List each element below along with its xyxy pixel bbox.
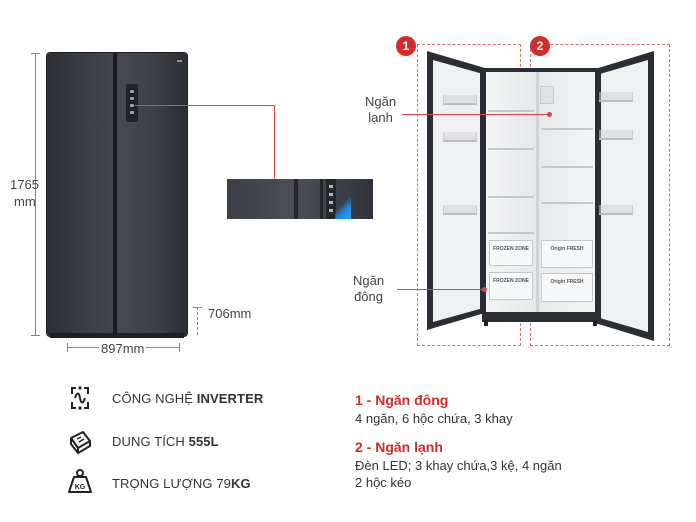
zoom-door-gap bbox=[320, 179, 323, 219]
height-dimension-label: 1765 mm bbox=[10, 176, 46, 210]
feature-weight: TRỌNG LƯỢNG 79KG bbox=[112, 476, 251, 491]
zoom-leader-horizontal bbox=[135, 105, 275, 106]
shelf bbox=[541, 128, 593, 130]
spec-freezer-title: 1 - Ngăn đông bbox=[355, 392, 449, 408]
freezer-callout-label: Ngăn đông bbox=[353, 273, 384, 305]
badge-fresh: 2 bbox=[530, 36, 550, 56]
spec-fresh-text-line2: 2 hộc kéo bbox=[355, 475, 412, 490]
feature-weight-bold: KG bbox=[231, 476, 251, 491]
fresh-label-line2: lạnh bbox=[368, 110, 393, 125]
control-panel bbox=[126, 84, 138, 122]
drawer-label: FROZEN ZONE bbox=[493, 246, 529, 252]
height-value: 1765 bbox=[10, 177, 39, 192]
weight-icon-label: KG bbox=[75, 484, 86, 491]
led-glow bbox=[335, 197, 351, 219]
fresh-drawer-bottom: Origin FRESH bbox=[541, 273, 593, 302]
fridge-base bbox=[50, 333, 184, 338]
door-bin bbox=[443, 132, 477, 142]
zoom-leader-vertical bbox=[274, 105, 275, 179]
feature-capacity-bold: 555L bbox=[188, 434, 219, 449]
fridge-door-gap bbox=[113, 53, 117, 336]
depth-dimension-cap bbox=[193, 307, 202, 308]
width-dimension-cap-right bbox=[179, 343, 180, 352]
freezer-callout-dot bbox=[482, 287, 487, 292]
freezer-label-line2: đông bbox=[354, 289, 383, 304]
freezer-label-line1: Ngăn bbox=[353, 273, 385, 288]
feature-inverter: CÔNG NGHỆ INVERTER bbox=[112, 391, 263, 406]
shelf bbox=[488, 148, 534, 150]
spec-fresh-title: 2 - Ngăn lạnh bbox=[355, 439, 443, 455]
depth-dimension-label: 706mm bbox=[208, 306, 252, 321]
height-dimension-cap-top bbox=[31, 53, 40, 54]
shelf bbox=[541, 202, 593, 204]
feature-inverter-prefix: CÔNG NGHỆ bbox=[112, 391, 197, 406]
control-panel-zoom-inset bbox=[227, 179, 373, 219]
fresh-callout-dot bbox=[547, 112, 552, 117]
shelf bbox=[488, 110, 534, 112]
door-bin bbox=[443, 95, 477, 105]
fridge-logo bbox=[177, 60, 182, 62]
right-door-liner bbox=[601, 60, 648, 332]
height-dimension-cap-bottom bbox=[31, 335, 40, 336]
fresh-drawer-top: Origin FRESH bbox=[541, 240, 593, 268]
shelf bbox=[488, 232, 534, 234]
led-light-unit bbox=[540, 86, 554, 104]
zoom-control-strip bbox=[326, 179, 336, 219]
height-unit: mm bbox=[14, 194, 36, 209]
cabinet-divider bbox=[536, 72, 539, 312]
height-dimension-line bbox=[35, 53, 36, 336]
inverter-icon bbox=[71, 386, 89, 410]
feature-capacity: DUNG TÍCH 555L bbox=[112, 434, 219, 449]
fridge-closed-image bbox=[47, 53, 187, 336]
spec-fresh-text-line1: Đèn LED; 3 khay chứa,3 kệ, 4 ngăn bbox=[355, 458, 562, 473]
zoom-door-edge bbox=[294, 179, 298, 219]
badge-freezer: 1 bbox=[396, 36, 416, 56]
fresh-label-line1: Ngăn bbox=[365, 94, 397, 109]
spec-freezer-text: 4 ngăn, 6 hộc chứa, 3 khay bbox=[355, 411, 513, 426]
drawer-label: Origin FRESH bbox=[550, 279, 584, 285]
door-bin bbox=[593, 130, 633, 140]
width-dimension-cap-left bbox=[67, 343, 68, 352]
door-bin bbox=[593, 205, 633, 215]
freezer-callout-line bbox=[397, 289, 484, 290]
freezer-drawer-bottom: FROZEN ZONE bbox=[489, 272, 533, 300]
feature-weight-prefix: TRỌNG LƯỢNG 79 bbox=[112, 476, 232, 491]
freezer-drawer-top: FROZEN ZONE bbox=[489, 240, 533, 266]
shelf bbox=[541, 166, 593, 168]
feature-inverter-bold: INVERTER bbox=[196, 391, 264, 406]
fresh-callout-line bbox=[402, 114, 549, 115]
feature-capacity-prefix: DUNG TÍCH bbox=[112, 434, 189, 449]
drawer-label: Origin FRESH bbox=[550, 246, 584, 252]
drawer-label: FROZEN ZONE bbox=[493, 278, 529, 284]
depth-dimension-line bbox=[197, 307, 198, 335]
weight-icon: KG bbox=[68, 469, 92, 493]
fridge-foot bbox=[484, 320, 488, 326]
door-bin bbox=[443, 205, 477, 215]
capacity-icon bbox=[70, 431, 91, 454]
width-dimension-label: 897mm bbox=[99, 341, 147, 356]
shelf bbox=[488, 196, 534, 198]
fresh-callout-label: Ngăn lạnh bbox=[365, 94, 396, 126]
door-bin bbox=[593, 92, 633, 102]
fridge-foot bbox=[593, 320, 597, 326]
